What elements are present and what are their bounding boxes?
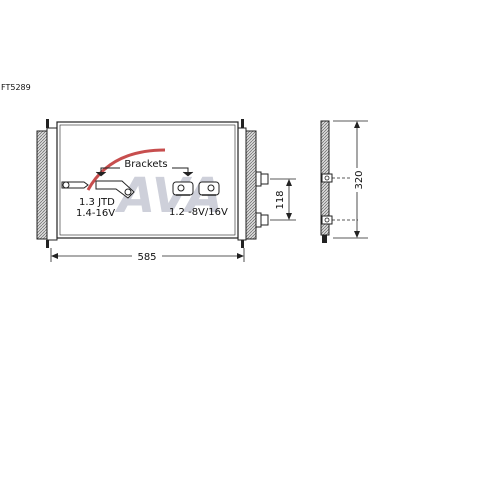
variant-left-label-1: 1.3 JTD xyxy=(79,197,115,208)
front-view xyxy=(36,119,269,248)
brackets-left-leader xyxy=(100,167,120,172)
height-dimension-label: 320 xyxy=(354,170,365,189)
top-left-pin xyxy=(46,119,49,128)
brackets-right-leader xyxy=(172,167,189,172)
side-view-upper-port xyxy=(321,173,333,183)
left-header-tank xyxy=(36,130,48,240)
bracket-right-1 xyxy=(172,181,194,196)
brackets-left-arrow xyxy=(95,171,107,177)
watermark-swoosh xyxy=(86,148,166,191)
top-right-pin xyxy=(241,119,244,128)
brackets-right-arrow xyxy=(182,171,194,177)
left-bracket-set: 1.3 JTD 1.4-16V xyxy=(61,180,135,219)
brackets-label: Brackets xyxy=(124,159,167,170)
bracket-left-1 xyxy=(61,181,89,189)
upper-port xyxy=(255,171,269,187)
right-bracket-set: 1.2 -8V/16V xyxy=(169,181,228,218)
lower-port xyxy=(255,212,269,228)
side-view-lower-port xyxy=(321,215,333,225)
height-dimension: 320 xyxy=(333,120,368,239)
bottom-left-pin xyxy=(46,240,49,248)
variant-right-label: 1.2 -8V/16V xyxy=(169,207,228,218)
right-header-tank xyxy=(245,130,257,240)
port-spacing-dimension: 118 xyxy=(270,178,296,221)
bottom-right-pin xyxy=(241,240,244,248)
width-dimension-label: 585 xyxy=(137,252,156,263)
watermark-logo: AVA xyxy=(86,148,223,224)
variant-left-label-2: 1.4-16V xyxy=(76,208,115,219)
brackets-annotation: Brackets xyxy=(95,159,194,177)
width-dimension: 585 xyxy=(50,248,245,263)
part-code: FT5289 xyxy=(1,83,31,92)
right-end-plate xyxy=(237,127,247,241)
side-view-bottom-pin xyxy=(322,235,327,243)
core-inner-border xyxy=(59,124,236,236)
port-spacing-label: 118 xyxy=(275,190,286,209)
bracket-right-2 xyxy=(198,181,220,196)
left-end-plate xyxy=(46,127,58,241)
watermark-text: AVA xyxy=(114,168,223,224)
bracket-left-2 xyxy=(95,180,135,199)
